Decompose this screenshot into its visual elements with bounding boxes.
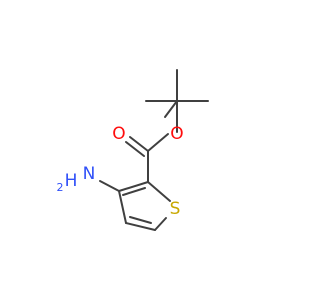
atom-label-amine-h: H [65, 171, 78, 191]
bond-ring-c4-c5-inner [129, 216, 152, 224]
atom-label-amine-h-count: 2 [57, 181, 64, 194]
bond-ring-s-c2 [147, 181, 171, 202]
bond-carbonyl-double-b [125, 141, 145, 157]
bond-ring-c4-c5 [125, 222, 156, 231]
atom-label-oxygen-ester: O [170, 124, 183, 144]
bond-ring-c2-c3 [118, 181, 149, 192]
bond-ring-c5-s [154, 217, 167, 231]
bond-ring-c3-c4 [118, 190, 127, 224]
atom-label-sulfur: S [170, 199, 181, 219]
molecule-drawing: O O S N H 2 [57, 69, 209, 231]
bond-tbu-to-ester-o [164, 100, 178, 118]
atom-label-oxygen-carbonyl: O [112, 124, 125, 144]
bond-ring-to-amine [99, 180, 120, 192]
bond-ester-o-to-carbonyl-c [147, 133, 169, 152]
bond-ring-c2-c3-inner [122, 187, 146, 196]
bond-carbonyl-double-a [129, 136, 149, 152]
atom-label-amine-n: N [83, 164, 96, 184]
bond-lines [99, 69, 209, 231]
structure-canvas: O O S N H 2 [57, 69, 209, 231]
